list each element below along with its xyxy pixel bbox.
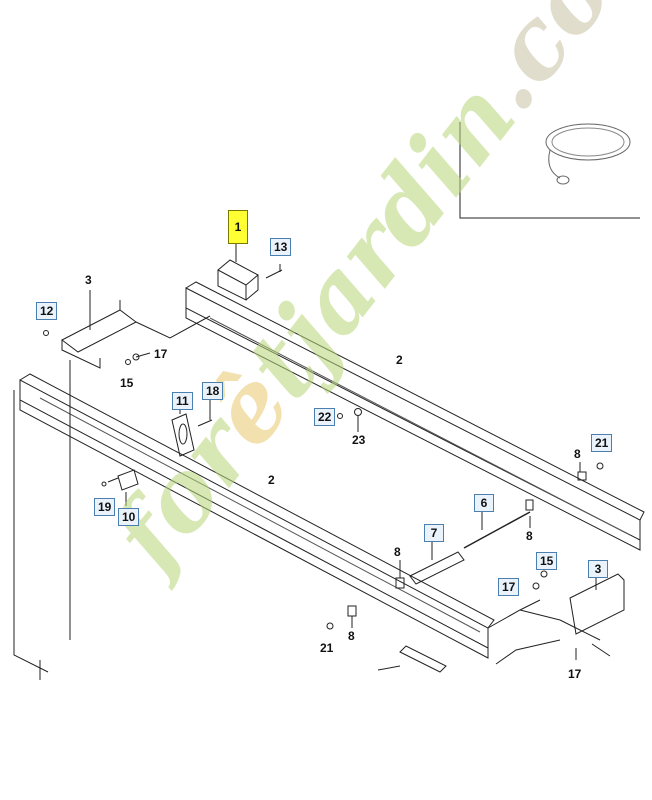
nut-8d [347,605,357,617]
callout-17-c[interactable]: 17 [568,667,582,681]
inset-frame [459,122,640,219]
rod-6 [463,511,531,549]
callout-17-b[interactable]: 17 [498,578,520,596]
washer-15b [540,570,548,578]
nut-21b [326,622,334,630]
rail-lower [19,373,495,659]
callout-3-right[interactable]: 3 [588,560,608,578]
plate-11 [171,402,195,457]
bracket-3-right [487,573,625,665]
screw-18 [197,419,213,427]
nut-12 [43,330,49,336]
washer-17a [132,353,140,361]
callout-23[interactable]: 23 [352,433,366,447]
bolt-13 [265,264,283,279]
callout-18[interactable]: 18 [202,382,224,400]
tube-bottom [377,645,447,673]
rail-upper [185,281,645,551]
washer-22 [337,413,343,419]
callout-7[interactable]: 7 [424,524,444,542]
washer-17b [532,582,540,590]
callout-12[interactable]: 12 [36,302,58,320]
callout-8-b[interactable]: 8 [526,529,533,543]
block-10 [107,469,139,506]
callout-8-d[interactable]: 8 [348,629,355,643]
callout-13[interactable]: 13 [270,238,292,256]
callout-8-a[interactable]: 8 [574,447,581,461]
callout-15-b[interactable]: 15 [536,552,558,570]
nut-21a [596,462,604,470]
callout-21-a[interactable]: 21 [591,434,613,452]
washer-23 [354,408,362,416]
callout-22[interactable]: 22 [314,408,336,426]
bracket-3-left [61,290,211,369]
callout-15-a[interactable]: 15 [120,376,134,390]
callout-11[interactable]: 11 [172,392,193,410]
callout-8-c[interactable]: 8 [394,545,401,559]
callout-2-lower[interactable]: 2 [268,473,275,487]
callout-6[interactable]: 6 [474,494,494,512]
nut-8a [577,471,587,481]
bolt-17c [591,643,611,657]
bracket-1 [217,242,259,301]
callout-10[interactable]: 10 [118,508,140,526]
nut-15a [125,359,131,365]
callout-21-b[interactable]: 21 [320,641,334,655]
side-panel-left [13,360,71,680]
callout-2-upper[interactable]: 2 [396,353,403,367]
cable-coil-icon [545,123,631,185]
nut-19 [101,481,107,487]
callout-3-left[interactable]: 3 [85,273,92,287]
nut-8b [525,499,534,511]
callout-1[interactable]: 1 [228,210,248,244]
callout-17-a[interactable]: 17 [154,347,168,361]
tube-7 [409,540,465,585]
callout-19[interactable]: 19 [94,498,116,516]
